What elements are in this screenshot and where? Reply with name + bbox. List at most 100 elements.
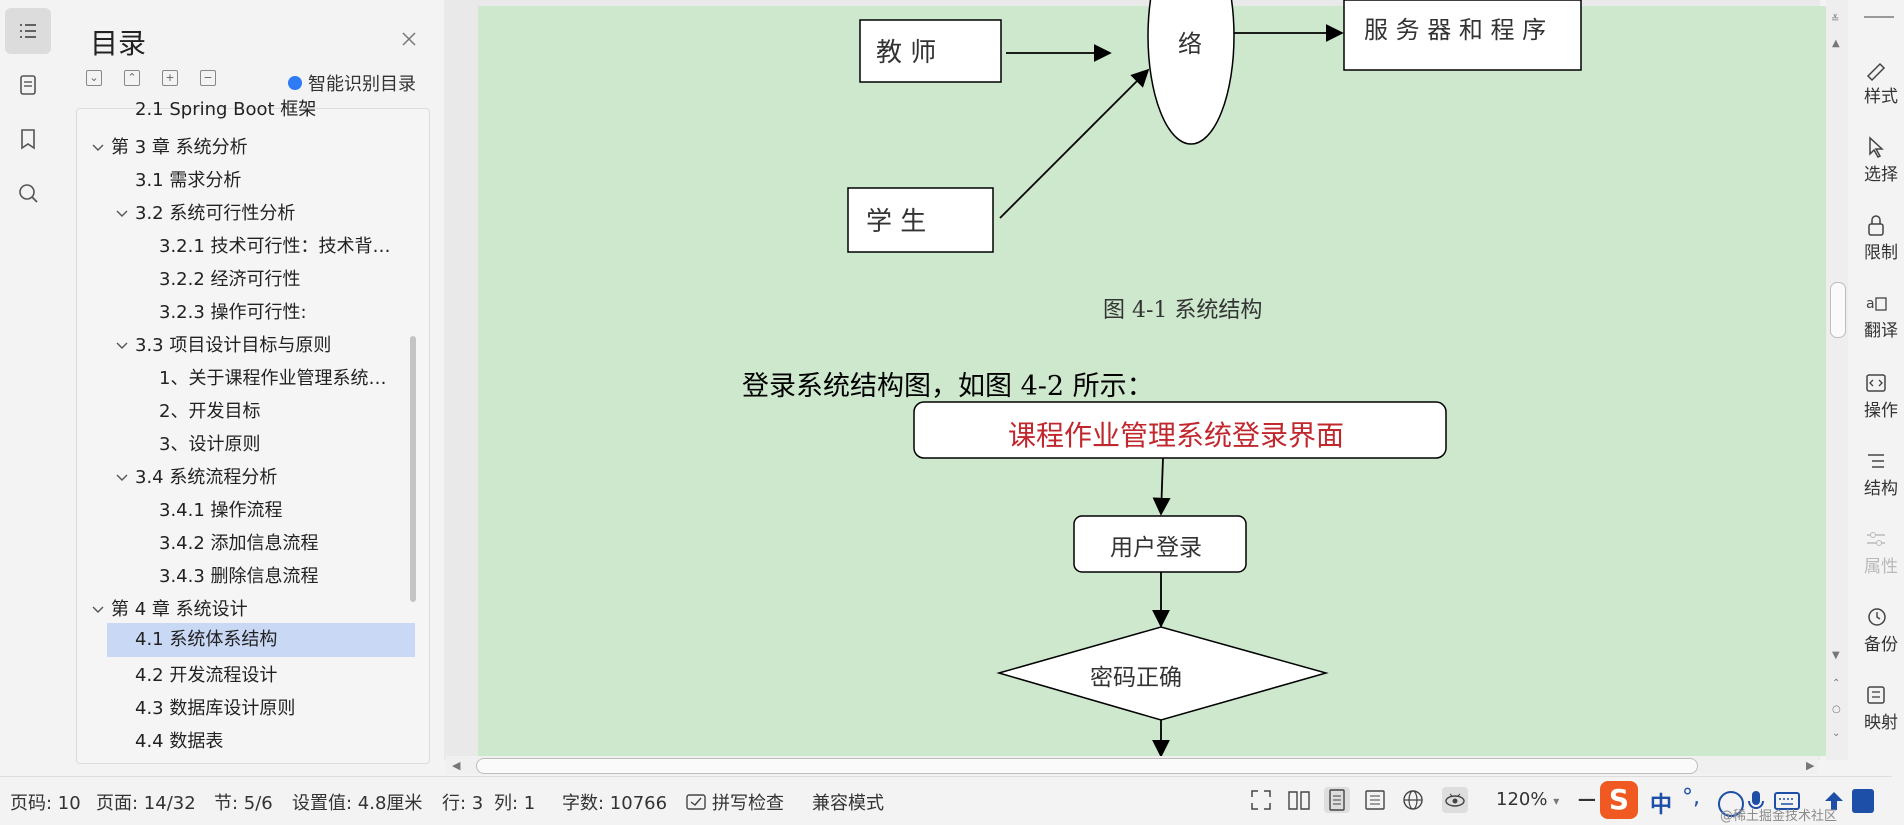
toc-item-selected[interactable]: 4.1 系统体系结构	[107, 623, 415, 657]
search-icon	[19, 184, 38, 203]
chevron-down-icon: ▾	[1553, 794, 1560, 808]
toc-item[interactable]: 第 3 章 系统分析	[111, 137, 248, 158]
toc-scrollbar[interactable]	[410, 336, 416, 602]
student-arrow	[999, 68, 1150, 219]
status-setting[interactable]: 设置值: 4.8厘米	[292, 793, 423, 814]
code-icon	[1866, 374, 1886, 392]
status-word-count[interactable]: 字数: 10766	[562, 793, 668, 814]
sliders-icon	[1867, 532, 1885, 546]
prev-page-icon[interactable]: ⌃	[1832, 678, 1841, 689]
scroll-up-icon[interactable]: ▲	[1832, 38, 1840, 49]
web-view-icon[interactable]	[1400, 787, 1426, 813]
zoom-dropdown[interactable]: 120% ▾	[1496, 789, 1560, 810]
toc-list: 2.1 Spring Boot 框架 第 3 章 系统分析 3.1 需求分析 3…	[76, 99, 430, 764]
toc-item[interactable]: 3.4.2 添加信息流程	[159, 533, 319, 554]
toc-item[interactable]: 1、关于课程作业管理系统…	[159, 368, 387, 389]
toc-toggle-button[interactable]	[5, 8, 51, 54]
zoom-out-button[interactable]: −	[1576, 785, 1598, 815]
right-toolbar: 样式 选择 限制 a 翻译 操作 结构 属性 备份 映射	[1850, 0, 1898, 776]
properties-tool[interactable]: 属性	[1864, 528, 1904, 577]
style-tool[interactable]: 样式	[1864, 58, 1904, 107]
reading-mode-icon[interactable]	[1286, 787, 1312, 813]
chevron-down-icon[interactable]	[115, 339, 129, 353]
find-button[interactable]	[5, 170, 51, 216]
ai-icon	[288, 76, 302, 90]
toc-item[interactable]: 2.1 Spring Boot 框架	[135, 99, 317, 120]
toolbar-handle	[1864, 16, 1894, 18]
toc-item[interactable]: 4.4 数据表	[135, 731, 224, 752]
user-login-box	[1073, 515, 1247, 573]
status-row[interactable]: 行: 3	[442, 793, 484, 814]
toc-item[interactable]: 第 4 章 系统设计	[111, 599, 248, 620]
toc-item[interactable]: 3.4.3 删除信息流程	[159, 566, 319, 587]
toc-item[interactable]: 3.1 需求分析	[135, 170, 242, 191]
scroll-top-icon[interactable]: ≚	[1831, 14, 1840, 25]
toc-item[interactable]: 3.3 项目设计目标与原则	[135, 335, 332, 356]
toc-item[interactable]: 3.2 系统可行性分析	[135, 203, 296, 224]
user-login-label: 用户登录	[1110, 535, 1202, 561]
toc-item[interactable]: 4.2 开发流程设计	[135, 665, 278, 686]
status-page-number[interactable]: 页码: 10	[10, 793, 81, 814]
toc-item[interactable]: 3、设计原则	[159, 434, 261, 455]
bookmarks-button[interactable]	[5, 116, 51, 162]
microphone-icon[interactable]	[1746, 789, 1766, 815]
select-tool[interactable]: 选择	[1864, 136, 1904, 185]
fullscreen-icon[interactable]	[1248, 787, 1274, 813]
restrict-tool[interactable]: 限制	[1864, 214, 1904, 263]
eye-protection-icon[interactable]	[1442, 787, 1468, 813]
smart-toc-label: 智能识别目录	[308, 74, 416, 95]
toc-item[interactable]: 2、开发目标	[159, 401, 261, 422]
emoji-icon[interactable]	[1718, 791, 1744, 817]
chevron-down-icon[interactable]	[91, 141, 105, 155]
chevron-down-icon[interactable]	[115, 207, 129, 221]
add-entry-icon[interactable]: +	[162, 70, 178, 86]
login-ui-box	[913, 401, 1447, 459]
diagram-layer	[847, 0, 1582, 758]
close-icon[interactable]	[398, 28, 420, 50]
scroll-down-icon[interactable]: ▼	[1832, 650, 1840, 661]
operation-tool[interactable]: 操作	[1864, 372, 1904, 421]
status-column[interactable]: 列: 1	[494, 793, 536, 814]
toc-item[interactable]: 3.4.1 操作流程	[159, 500, 283, 521]
upload-icon[interactable]	[1822, 789, 1846, 813]
chevron-down-icon[interactable]	[115, 471, 129, 485]
flow-arrow	[1152, 457, 1171, 516]
keyboard-icon[interactable]	[1774, 791, 1800, 811]
smart-toc-button[interactable]: 智能识别目录	[288, 70, 416, 96]
menu-grid-icon[interactable]	[1852, 789, 1874, 813]
toc-item[interactable]: 3.4 系统流程分析	[135, 467, 278, 488]
vertical-scrollbar[interactable]	[1826, 0, 1848, 760]
vertical-scroll-thumb[interactable]	[1830, 282, 1846, 338]
chevron-down-icon[interactable]	[91, 603, 105, 617]
toc-item[interactable]: 4.3 数据库设计原则	[135, 698, 296, 719]
punctuation-icon[interactable]: °,	[1682, 785, 1700, 810]
page-view-icon[interactable]	[1324, 787, 1350, 813]
outline-view-icon[interactable]	[1362, 787, 1388, 813]
student-box	[847, 187, 994, 253]
toc-item[interactable]: 3.2.1 技术可行性：技术背…	[159, 236, 391, 257]
ime-mode-label[interactable]: 中	[1650, 793, 1673, 818]
horizontal-scroll-thumb[interactable]	[476, 758, 1698, 774]
remove-entry-icon[interactable]: −	[200, 70, 216, 86]
next-page-icon[interactable]: ⌄	[1832, 728, 1841, 739]
toc-item[interactable]: 3.2.3 操作可行性:	[159, 302, 307, 323]
translate-tool[interactable]: a 翻译	[1864, 292, 1904, 341]
structure-tool[interactable]: 结构	[1864, 450, 1904, 499]
document-page[interactable]: 教 师 学 生 络 服 务 器 和 程 序 图 4-1 系统结构 登录系统结构图…	[478, 0, 1826, 758]
toc-title: 目录	[90, 27, 147, 60]
toc-tools: ⌄ ⌃ + −	[86, 70, 216, 86]
scroll-left-icon[interactable]: ◀	[452, 759, 461, 772]
toc-item[interactable]: 3.2.2 经济可行性	[159, 269, 301, 290]
spell-check-button[interactable]: 拼写检查	[686, 789, 784, 815]
collapse-all-icon[interactable]: ⌄	[86, 70, 102, 86]
status-section[interactable]: 节: 5/6	[214, 793, 273, 814]
ime-logo-icon[interactable]: S	[1600, 781, 1638, 819]
status-page[interactable]: 页面: 14/32	[96, 793, 196, 814]
backup-tool[interactable]: 备份	[1864, 606, 1904, 655]
mapping-tool[interactable]: 映射	[1864, 684, 1904, 733]
watermark: @稀土掘金技术社区	[1720, 809, 1838, 824]
pages-button[interactable]	[5, 62, 51, 108]
scroll-right-icon[interactable]: ▶	[1806, 759, 1815, 772]
select-browse-icon[interactable]: ○	[1832, 704, 1841, 715]
expand-all-icon[interactable]: ⌃	[124, 70, 140, 86]
